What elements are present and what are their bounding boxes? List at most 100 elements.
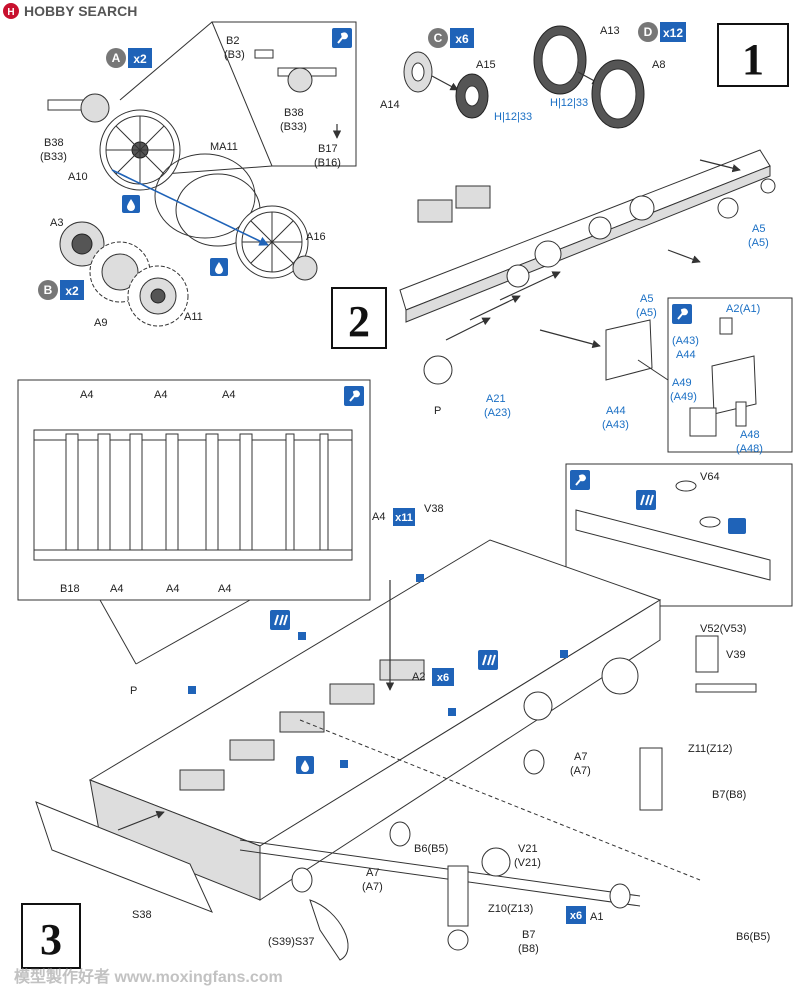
label-v38: V38	[424, 503, 444, 515]
callout-box-b2	[211, 21, 357, 167]
label-b7-b8-right: B7(B8)	[712, 789, 746, 801]
label-a49: A49	[672, 377, 692, 389]
badge-a: A x2	[106, 48, 152, 68]
badge-a-letter: A	[112, 51, 121, 65]
label-a23: (A23)	[484, 407, 511, 419]
road-wheels-c: A14 A15 H|12|33	[380, 51, 532, 123]
road-wheels-d: A13 A8 H|12|33	[533, 25, 665, 129]
label-a14: A14	[380, 99, 400, 111]
label-a5-1b: (A5)	[748, 237, 769, 249]
step3-labels: A4 x11 V38 P A2 x6 V52(V53) V39 A7 (A7) …	[130, 503, 770, 955]
label-b3: (B3)	[224, 49, 245, 61]
label-b33-callout: (B33)	[280, 121, 307, 133]
label-p-main: P	[130, 685, 137, 697]
label-v39: V39	[726, 649, 746, 661]
edit-icon-right-inset	[635, 489, 657, 511]
label-a4-top2: A4	[154, 389, 167, 401]
step-2-number: 2	[331, 287, 387, 349]
label-a48b: (A48)	[736, 443, 763, 455]
step3-right-inset-box: V64 P	[539, 463, 793, 607]
step-3-number: 3	[21, 903, 81, 969]
label-a4-top1: A4	[80, 389, 93, 401]
step3-main-hull	[35, 539, 757, 961]
badge-b: B x2	[38, 280, 84, 300]
label-b18: B18	[60, 583, 80, 595]
label-z10-z13: Z10(Z13)	[488, 903, 533, 915]
label-a48: A48	[740, 429, 760, 441]
label-z11-z12: Z11(Z12)	[688, 743, 732, 755]
label-b2: B2	[226, 35, 239, 47]
cement-icon-step2	[671, 303, 693, 325]
label-a7-right-b: (A7)	[570, 765, 591, 777]
label-s38: S38	[132, 909, 152, 921]
badge-d-count: x12	[663, 26, 683, 40]
label-a5-1: A5	[752, 223, 765, 235]
badge-x6-bottom: x6	[570, 910, 582, 922]
step-2-label: 2	[348, 297, 370, 346]
badge-a-count: x2	[133, 52, 147, 66]
label-a43-callout: (A43)	[672, 335, 699, 347]
badge-b-letter: B	[44, 283, 53, 297]
step2-hull-side	[399, 149, 776, 385]
label-a7-left: A7	[366, 867, 379, 879]
label-v52-v53: V52(V53)	[700, 623, 746, 635]
label-a2-main: A2	[412, 671, 425, 683]
step3-inset-box	[17, 379, 371, 665]
label-a9: A9	[94, 317, 107, 329]
step2-labels: A5 (A5) A5 (A5) A21 (A23) A44 (A43) P A2…	[434, 223, 769, 455]
label-b38-callout: B38	[284, 107, 304, 119]
watermark-brand-text: HOBBY SEARCH	[24, 3, 137, 19]
paint-code-d: H|12|33	[550, 97, 588, 109]
blue-track-clips	[188, 574, 568, 768]
step-1-number: 1	[717, 23, 789, 87]
label-b16: (B16)	[314, 157, 341, 169]
label-a7-right: A7	[574, 751, 587, 763]
label-a1: A1	[590, 911, 603, 923]
label-b6-b5-right: B6(B5)	[736, 931, 770, 943]
label-a5-2: A5	[640, 293, 653, 305]
label-a13: A13	[600, 25, 620, 37]
svg-text:H: H	[7, 7, 14, 18]
step2-callout-box	[637, 297, 793, 453]
label-b6-b5-mid: B6(B5)	[414, 843, 448, 855]
label-a4-bot2: A4	[166, 583, 179, 595]
badge-c: C x6	[428, 28, 474, 48]
label-a4-main: A4	[372, 511, 385, 523]
step3-inset-labels: A4 A4 A4 A4 A4 A4 B18	[60, 389, 235, 595]
moxingfans-watermark: 模型製作好者 www.moxingfans.com	[14, 967, 283, 986]
badge-c-count: x6	[455, 32, 469, 46]
drop-icon-1	[122, 195, 140, 213]
label-a49b: (A49)	[670, 391, 697, 403]
label-a44-callout: A44	[676, 349, 696, 361]
badge-b-count: x2	[65, 284, 79, 298]
label-ma11: MA11	[210, 141, 238, 153]
drop-icon-3	[296, 756, 314, 774]
label-a16: A16	[306, 231, 326, 243]
edit-icon-1	[269, 609, 291, 631]
label-b17: B17	[318, 143, 338, 155]
label-p-step2: P	[434, 405, 441, 417]
badge-x6-main: x6	[437, 672, 449, 684]
label-a8: A8	[652, 59, 665, 71]
badge-d: D x12	[638, 22, 686, 42]
step-1-label: 1	[742, 35, 764, 84]
label-v64: V64	[700, 471, 720, 483]
label-a44: A44	[606, 405, 626, 417]
cement-icon-inset	[343, 385, 365, 407]
cement-icon-right-inset	[569, 469, 591, 491]
label-v21-b: (V21)	[514, 857, 541, 869]
edit-icon-2	[477, 649, 499, 671]
label-b8-left: (B8)	[518, 943, 539, 955]
label-v21: V21	[518, 843, 538, 855]
paint-code-c: H|12|33	[494, 111, 532, 123]
label-a4-top3: A4	[222, 389, 235, 401]
label-a4-bot1: A4	[110, 583, 123, 595]
label-a5-2b: (A5)	[636, 307, 657, 319]
label-a43: (A43)	[602, 419, 629, 431]
badge-d-letter: D	[644, 25, 653, 39]
label-a11: A11	[184, 311, 203, 323]
badge-c-letter: C	[434, 31, 443, 45]
hobby-search-watermark: H HOBBY SEARCH	[3, 3, 137, 19]
label-a3: A3	[50, 217, 63, 229]
label-a4-bot3: A4	[218, 583, 231, 595]
